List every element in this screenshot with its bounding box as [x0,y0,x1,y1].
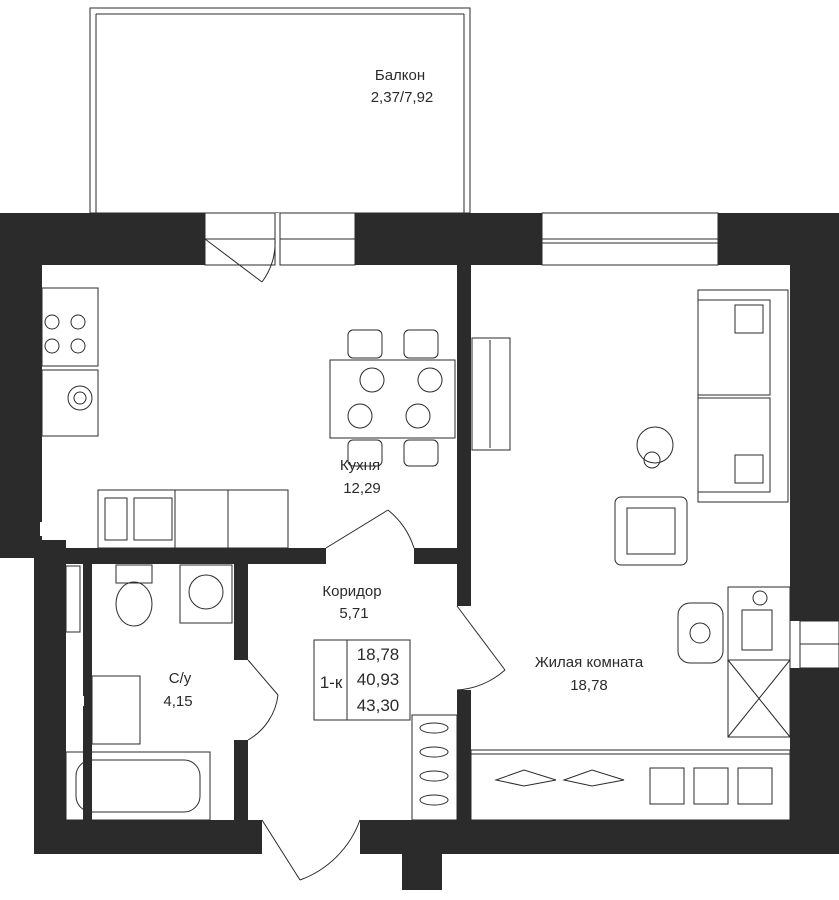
shoe-rack [411,714,458,821]
balcony-area: 2,37/7,92 [371,89,434,106]
wardrobe [470,749,791,821]
living-window [541,212,719,266]
dining-table [329,329,456,467]
balcony-name: Балкон [375,67,425,84]
summary-box [313,639,411,721]
desk [727,586,791,738]
coffee-table [636,426,674,469]
tv-stand [471,337,511,451]
bathtub [65,751,211,821]
sink [91,675,141,745]
corridor-name: Коридор [322,583,381,600]
balcony [89,7,471,214]
washing-machine [179,564,233,624]
living-area: 18,78 [570,677,608,694]
walls [0,213,839,890]
kitchen-counter [41,369,289,549]
living-area-total: 18,78 [357,645,400,664]
kitchen-name: Кухня [340,457,380,474]
office-chair [677,602,724,664]
side-window [790,620,839,669]
kitchen-door-window [204,212,356,283]
doors [247,509,506,881]
kitchen-area: 12,29 [343,480,381,497]
bathroom-name: С/у [169,670,192,687]
left-notches [40,500,84,734]
living-name: Жилая комната [535,654,644,671]
armchair [614,496,688,566]
bathroom-area: 4,15 [163,693,192,710]
total-area: 40,93 [357,670,400,689]
corridor-area: 5,71 [339,605,368,622]
sofa [697,289,789,503]
total-area-with-balcony: 43,30 [357,696,400,715]
stove [41,287,99,367]
toilet [115,564,153,627]
apartment-type: 1-к [320,673,343,692]
